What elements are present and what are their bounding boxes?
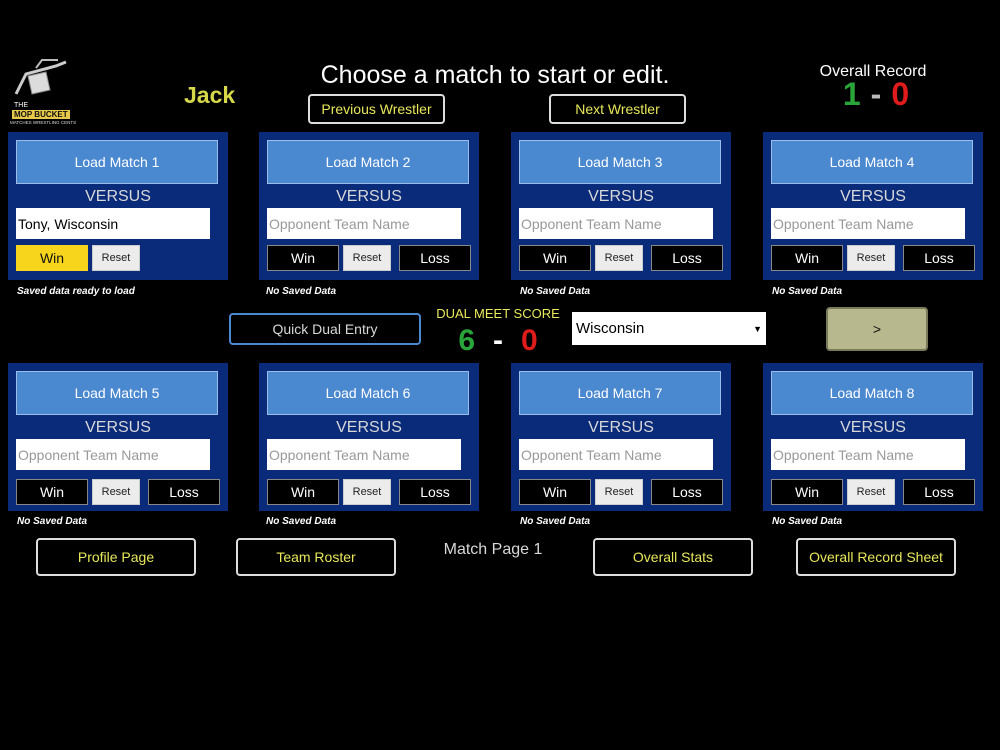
record-losses: 0 — [891, 76, 910, 112]
versus-label: VERSUS — [588, 419, 654, 436]
opponent-field[interactable] — [16, 439, 210, 470]
page-title: Choose a match to start or edit. — [320, 61, 670, 89]
saved-status: No Saved Data — [772, 516, 843, 527]
wrestler-name: Jack — [184, 82, 236, 108]
load-match-button[interactable]: Load Match 3 — [519, 140, 721, 184]
previous-wrestler-button[interactable]: Previous Wrestler — [308, 94, 445, 124]
versus-label: VERSUS — [840, 419, 906, 436]
win-button[interactable]: Win — [519, 245, 591, 271]
dual-score-dash: - — [493, 324, 503, 357]
win-button[interactable]: Win — [267, 245, 339, 271]
match-card-2: Load Match 2 VERSUS Win Reset Loss — [259, 132, 479, 280]
win-button[interactable]: Win — [267, 479, 339, 505]
record-dash: - — [870, 76, 882, 112]
opponent-field[interactable] — [771, 439, 965, 470]
team-roster-button[interactable]: Team Roster — [236, 538, 396, 576]
logo-text-the: THE — [14, 102, 28, 109]
win-button[interactable]: Win — [16, 245, 88, 271]
loss-button[interactable]: Loss — [903, 479, 975, 505]
reset-button[interactable]: Reset — [847, 479, 895, 505]
match-card-6: Load Match 6 VERSUS Win Reset Loss — [259, 363, 479, 511]
versus-label: VERSUS — [336, 419, 402, 436]
opponent-field[interactable] — [267, 439, 461, 470]
saved-status: No Saved Data — [520, 286, 591, 297]
opponent-field[interactable] — [16, 208, 210, 239]
saved-status: No Saved Data — [17, 516, 88, 527]
reset-button[interactable]: Reset — [595, 479, 643, 505]
profile-page-button[interactable]: Profile Page — [36, 538, 196, 576]
next-page-button[interactable]: > — [826, 307, 928, 351]
reset-button[interactable]: Reset — [595, 245, 643, 271]
reset-button[interactable]: Reset — [92, 245, 140, 271]
reset-button[interactable]: Reset — [847, 245, 895, 271]
loss-button[interactable]: Loss — [903, 245, 975, 271]
versus-label: VERSUS — [85, 188, 151, 205]
loss-button[interactable]: Loss — [399, 479, 471, 505]
loss-button[interactable]: Loss — [148, 479, 220, 505]
dual-meet-score-label: DUAL MEET SCORE — [436, 306, 560, 321]
dual-away-score: 0 — [521, 324, 538, 357]
match-card-1: Load Match 1 VERSUS Win Reset — [8, 132, 228, 280]
dual-home-score: 6 — [458, 324, 475, 357]
win-button[interactable]: Win — [771, 479, 843, 505]
match-card-8: Load Match 8 VERSUS Win Reset Loss — [763, 363, 983, 511]
load-match-button[interactable]: Load Match 2 — [267, 140, 469, 184]
logo-text-name: MOP BUCKET — [12, 110, 70, 119]
team-select-value: Wisconsin — [576, 320, 645, 337]
match-card-3: Load Match 3 VERSUS Win Reset Loss — [511, 132, 731, 280]
loss-button[interactable]: Loss — [651, 245, 723, 271]
versus-label: VERSUS — [588, 188, 654, 205]
win-button[interactable]: Win — [519, 479, 591, 505]
opponent-field[interactable] — [519, 208, 713, 239]
reset-button[interactable]: Reset — [92, 479, 140, 505]
saved-status: Saved data ready to load — [17, 286, 135, 297]
dual-meet-score: 6 - 0 — [443, 324, 553, 358]
dropdown-arrow-icon: ▼ — [753, 323, 762, 334]
quick-dual-entry-button[interactable]: Quick Dual Entry — [229, 313, 421, 345]
opponent-field[interactable] — [771, 208, 965, 239]
opponent-field[interactable] — [519, 439, 713, 470]
versus-label: VERSUS — [840, 188, 906, 205]
mop-bucket-icon — [14, 59, 67, 95]
record-wins: 1 — [842, 76, 861, 112]
loss-button[interactable]: Loss — [651, 479, 723, 505]
load-match-button[interactable]: Load Match 4 — [771, 140, 973, 184]
versus-label: VERSUS — [336, 188, 402, 205]
opponent-field[interactable] — [267, 208, 461, 239]
team-select[interactable]: Wisconsin ▼ — [572, 312, 766, 345]
win-button[interactable]: Win — [771, 245, 843, 271]
match-page-label: Match Page 1 — [443, 541, 543, 558]
load-match-button[interactable]: Load Match 1 — [16, 140, 218, 184]
load-match-button[interactable]: Load Match 5 — [16, 371, 218, 415]
app-logo: THE MOP BUCKET MATCHES WRESTLING CENTS — [6, 56, 77, 128]
match-card-7: Load Match 7 VERSUS Win Reset Loss — [511, 363, 731, 511]
load-match-button[interactable]: Load Match 6 — [267, 371, 469, 415]
saved-status: No Saved Data — [266, 286, 337, 297]
overall-record-score: 1 - 0 — [826, 76, 926, 112]
saved-status: No Saved Data — [772, 286, 843, 297]
load-match-button[interactable]: Load Match 7 — [519, 371, 721, 415]
load-match-button[interactable]: Load Match 8 — [771, 371, 973, 415]
match-card-5: Load Match 5 VERSUS Win Reset Loss — [8, 363, 228, 511]
next-wrestler-button[interactable]: Next Wrestler — [549, 94, 686, 124]
saved-status: No Saved Data — [266, 516, 337, 527]
overall-stats-button[interactable]: Overall Stats — [593, 538, 753, 576]
reset-button[interactable]: Reset — [343, 479, 391, 505]
loss-button[interactable]: Loss — [399, 245, 471, 271]
versus-label: VERSUS — [85, 419, 151, 436]
overall-record-sheet-button[interactable]: Overall Record Sheet — [796, 538, 956, 576]
saved-status: No Saved Data — [520, 516, 591, 527]
win-button[interactable]: Win — [16, 479, 88, 505]
logo-text-tagline: MATCHES WRESTLING CENTS — [10, 120, 77, 125]
match-card-4: Load Match 4 VERSUS Win Reset Loss — [763, 132, 983, 280]
reset-button[interactable]: Reset — [343, 245, 391, 271]
overall-record-label: Overall Record — [819, 63, 927, 80]
